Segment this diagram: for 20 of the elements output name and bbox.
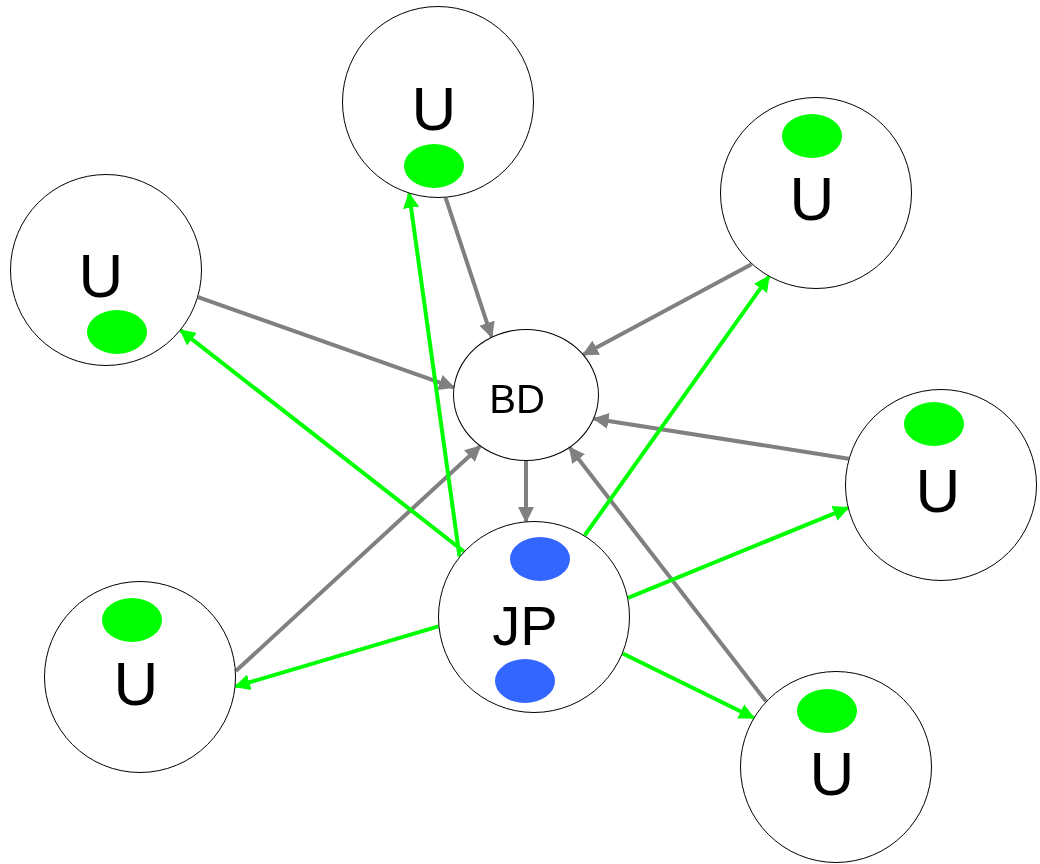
arrow [592,413,849,461]
node-label: U [78,245,124,307]
node-label: U [411,78,457,140]
node-label: U [809,743,855,805]
arrow [234,444,482,673]
arrow [403,191,462,557]
arrow [518,461,534,523]
node-label: JP [492,598,558,654]
arrow [621,651,755,720]
arrow [568,446,768,703]
node-label: U [789,168,835,230]
arrow [582,262,753,357]
node-label: BD [489,379,545,419]
arrow [234,624,440,690]
arrow [197,295,455,391]
arrow [583,275,771,537]
node-label: U [113,653,159,715]
arrow [627,506,850,600]
node-label: U [915,460,961,522]
arrow [179,328,466,554]
